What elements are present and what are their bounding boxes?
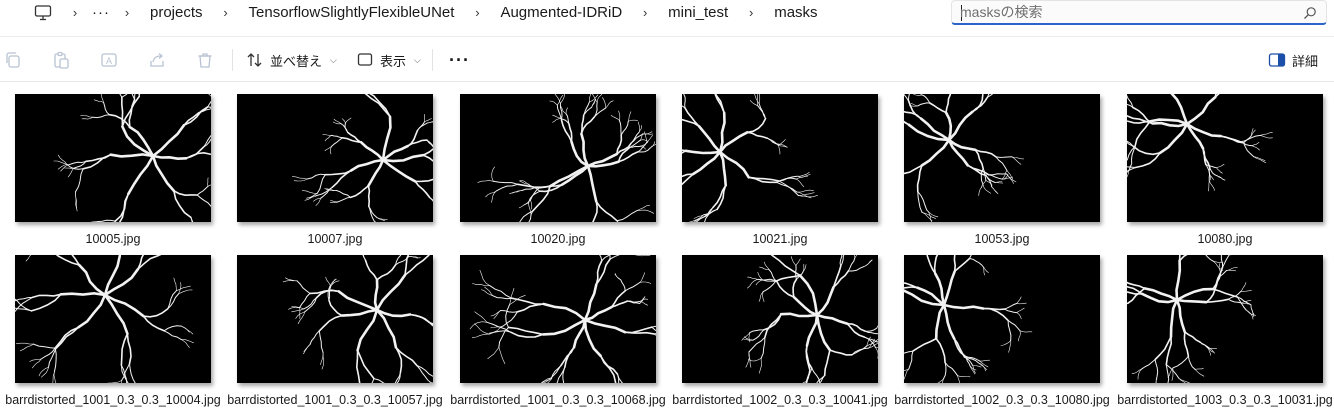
file-name: 10005.jpg: [85, 232, 141, 246]
file-thumbnail: [904, 255, 1100, 383]
breadcrumb-overflow-button[interactable]: ···: [92, 3, 110, 21]
vessel-mask-image: [477, 94, 656, 222]
breadcrumb: › ··· › projects › TensorflowSlightlyFle…: [62, 0, 828, 24]
toolbar-divider: [432, 49, 433, 71]
file-thumbnail: [237, 255, 433, 383]
command-bar: A 並べ替え ⌵ 表示 ⌵ ··· 詳細: [0, 36, 1334, 82]
search-input[interactable]: [960, 3, 1290, 21]
vessel-mask-image: [1127, 94, 1273, 192]
file-name: barrdistorted_1002_0.3_0.3_10080.jpg: [894, 393, 1110, 407]
file-thumbnail: [682, 94, 878, 222]
file-name: 10007.jpg: [307, 232, 363, 246]
chevron-right-icon[interactable]: ›: [643, 4, 648, 20]
file-name: 10021.jpg: [752, 232, 808, 246]
file-thumbnail: [682, 255, 878, 383]
file-thumbnail: [237, 94, 433, 222]
paste-icon[interactable]: [52, 51, 70, 69]
toolbar-divider: [232, 49, 233, 71]
rename-icon[interactable]: A: [100, 51, 118, 69]
sort-icon: [247, 53, 262, 67]
breadcrumb-item-masks[interactable]: masks: [774, 3, 818, 21]
file-name: 10020.jpg: [530, 232, 586, 246]
breadcrumb-item-augmented-idrid[interactable]: Augmented-IDRiD: [500, 3, 623, 21]
delete-icon[interactable]: [196, 51, 214, 69]
file-name: 10080.jpg: [1197, 232, 1253, 246]
share-icon[interactable]: [148, 51, 166, 69]
view-label: 表示: [380, 53, 407, 69]
file-name: barrdistorted_1002_0.3_0.3_10041.jpg: [672, 393, 888, 407]
breadcrumb-item-tensorflowslightlyflexibleunet[interactable]: TensorflowSlightlyFlexibleUNet: [248, 3, 455, 21]
file-name: barrdistorted_1001_0.3_0.3_10004.jpg: [5, 393, 221, 407]
chevron-right-icon[interactable]: ›: [223, 4, 228, 20]
vessel-mask-image: [53, 94, 211, 222]
vessel-mask-image: [1127, 255, 1257, 383]
file-thumbnail: [1127, 255, 1323, 383]
this-pc-icon[interactable]: [34, 4, 52, 22]
sort-button[interactable]: 並べ替え ⌵: [246, 47, 337, 73]
details-label: 詳細: [1292, 53, 1319, 69]
details-pane-icon: [1268, 53, 1286, 67]
file-grid: 10005.jpg 10007.jpg 10020.jpg 10021.jpg …: [0, 82, 1334, 416]
chevron-right-icon[interactable]: ›: [475, 4, 480, 20]
vessel-mask-image: [291, 94, 433, 222]
address-bar: › ··· › projects › TensorflowSlightlyFle…: [0, 0, 1334, 36]
svg-text:A: A: [106, 56, 112, 66]
search-box: [951, 0, 1327, 25]
search-icon[interactable]: [1303, 6, 1317, 20]
chevron-right-icon[interactable]: ›: [124, 4, 130, 20]
view-icon: [357, 53, 373, 66]
details-pane-button[interactable]: 詳細: [1268, 47, 1318, 73]
more-options-button[interactable]: ···: [449, 49, 470, 70]
vessel-mask-image: [904, 255, 1033, 383]
vessel-mask-image: [15, 255, 194, 383]
chevron-down-icon: ⌵: [330, 54, 337, 65]
file-name: barrdistorted_1003_0.3_0.3_10031.jpg: [1117, 393, 1333, 407]
file-thumbnail: [15, 255, 211, 383]
view-button[interactable]: 表示 ⌵: [356, 47, 421, 73]
chevron-right-icon[interactable]: ›: [749, 4, 754, 20]
copy-icon[interactable]: [4, 51, 22, 69]
vessel-mask-image: [682, 94, 818, 222]
file-name: barrdistorted_1001_0.3_0.3_10057.jpg: [227, 393, 443, 407]
file-name: 10053.jpg: [974, 232, 1030, 246]
sort-label: 並べ替え: [270, 53, 323, 69]
breadcrumb-item-mini-test[interactable]: mini_test: [668, 3, 729, 21]
file-name: barrdistorted_1001_0.3_0.3_10068.jpg: [450, 393, 666, 407]
vessel-mask-image: [282, 255, 433, 383]
vessel-mask-image: [469, 255, 656, 383]
file-thumbnail: [460, 94, 656, 222]
file-thumbnail: [1127, 94, 1323, 222]
breadcrumb-item-projects[interactable]: projects: [150, 3, 203, 21]
file-thumbnail: [460, 255, 656, 383]
vessel-mask-image: [741, 255, 878, 383]
file-thumbnail: [15, 94, 211, 222]
chevron-down-icon: ⌵: [414, 54, 421, 65]
vessel-mask-image: [904, 94, 1024, 222]
file-thumbnail: [904, 94, 1100, 222]
chevron-right-icon[interactable]: ›: [72, 4, 78, 20]
